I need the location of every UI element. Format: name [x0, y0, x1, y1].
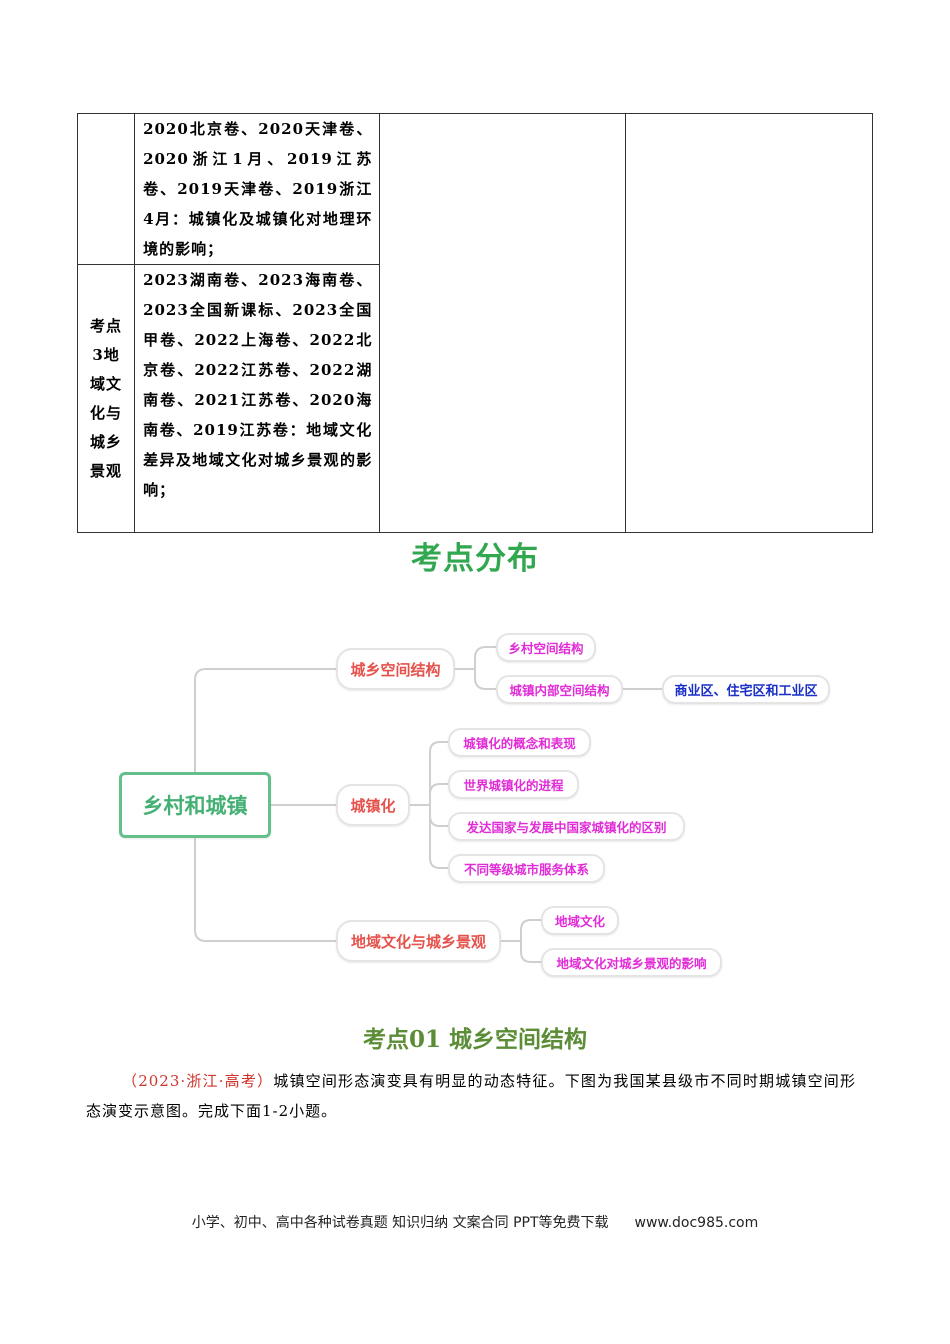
exam-cell: 2023湖南卷、2023海南卷、2023全国新课标、2023全国甲卷、2022上… [134, 264, 381, 533]
mindmap-subleaf: 商业区、住宅区和工业区 [662, 675, 830, 704]
empty-cell [624, 113, 874, 533]
mindmap-branch-spatial-structure: 城乡空间结构 [336, 648, 455, 690]
footer-text: 小学、初中、高中各种试卷真题 知识归纳 文案合同 PPT等免费下载 [191, 1215, 609, 1231]
question-source: （2023·浙江·高考） [122, 1072, 274, 1090]
question-paragraph: （2023·浙江·高考）城镇空间形态演变具有明显的动态特征。下图为我国某县级市不… [86, 1066, 856, 1126]
mindmap-leaf: 世界城镇化的进程 [448, 770, 579, 799]
mindmap-leaf: 城镇化的概念和表现 [448, 728, 591, 757]
mindmap-leaf: 城镇内部空间结构 [496, 675, 623, 704]
mindmap-leaf: 地域文化 [541, 906, 619, 935]
page-footer: 小学、初中、高中各种试卷真题 知识归纳 文案合同 PPT等免费下载 www.doc… [0, 1212, 950, 1232]
question-text: 城镇空间形态演变具有明显的动态特征。下图为我国某县级市不同时期城镇空间形态演变示… [86, 1072, 856, 1120]
mindmap-leaf: 地域文化对城乡景观的影响 [541, 948, 722, 977]
mindmap-branch-urbanization: 城镇化 [336, 784, 410, 826]
footer-url[interactable]: www.doc985.com [634, 1215, 759, 1231]
exam-cell: 2020北京卷、2020天津卷、2020浙江1月、2019江苏卷、2019天津卷… [134, 113, 381, 265]
topic-cell: 考点3地域文化与城乡景观 [76, 264, 136, 533]
exam-table: 2020北京卷、2020天津卷、2020浙江1月、2019江苏卷、2019天津卷… [76, 113, 874, 533]
mindmap-leaf: 发达国家与发展中国家城镇化的区别 [448, 812, 685, 841]
empty-cell [379, 113, 626, 533]
section-title: 考点01 城乡空间结构 [362, 1026, 587, 1053]
table-row: 考点3地域文化与城乡景观 2023湖南卷、2023海南卷、2023全国新课标、2… [76, 264, 873, 533]
mindmap-leaf: 乡村空间结构 [496, 633, 596, 662]
mindmap-leaf: 不同等级城市服务体系 [448, 854, 605, 883]
topic-cell [76, 113, 136, 265]
table-row: 2020北京卷、2020天津卷、2020浙江1月、2019江苏卷、2019天津卷… [76, 113, 874, 533]
mindmap-branch-regional-culture: 地域文化与城乡景观 [336, 920, 501, 962]
mindmap-root: 乡村和城镇 [119, 772, 271, 838]
distribution-title: 考点分布 [411, 541, 539, 577]
